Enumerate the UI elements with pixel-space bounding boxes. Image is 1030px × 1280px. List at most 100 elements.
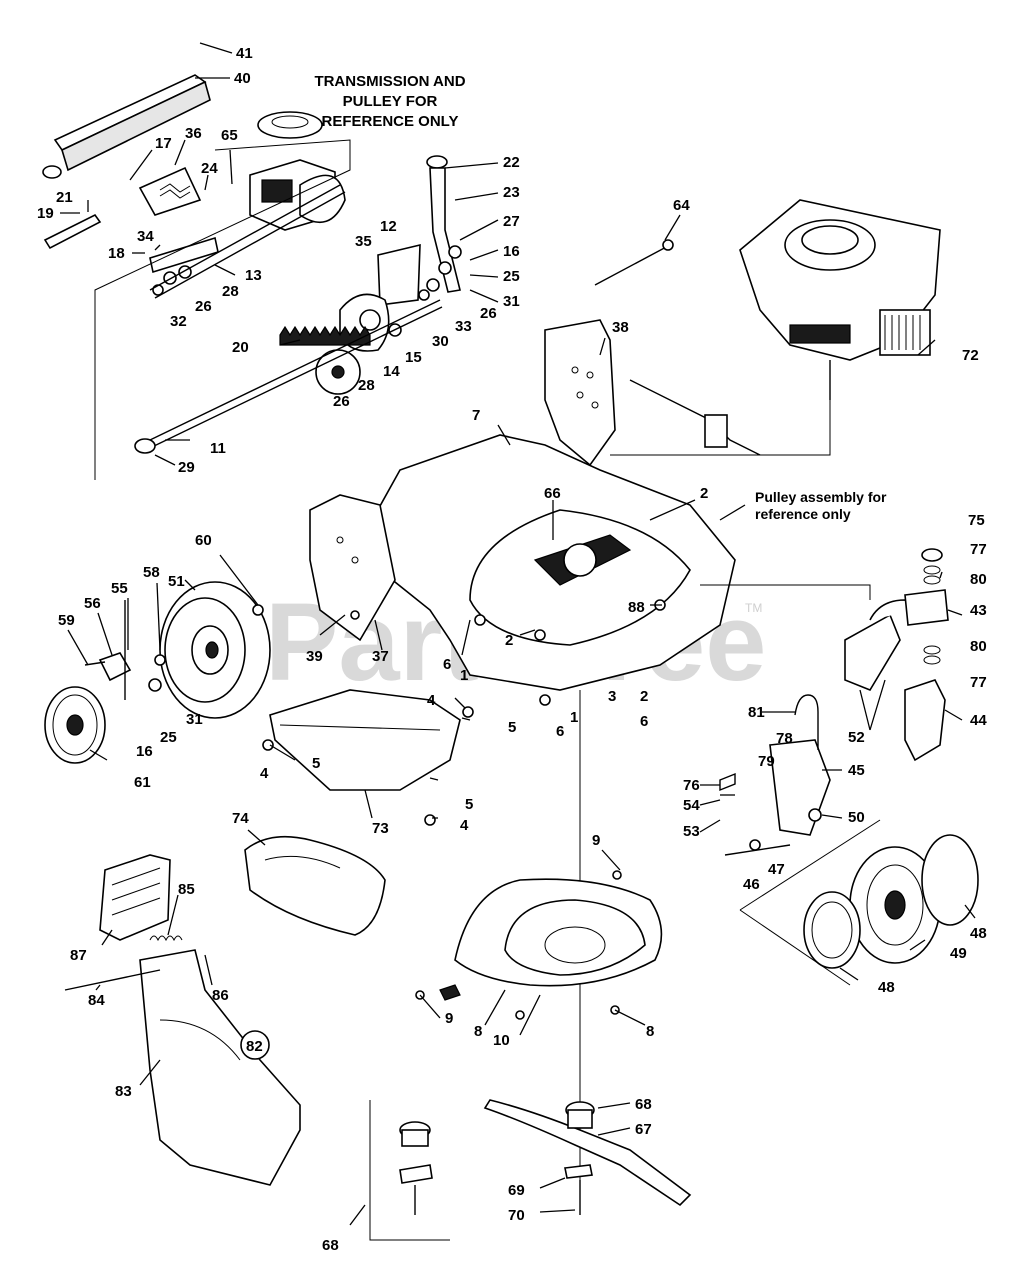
- callout-37: 37: [372, 648, 389, 665]
- callout-55: 55: [111, 580, 128, 597]
- callout-6b: 6: [640, 713, 648, 730]
- callout-26b: 26: [480, 305, 497, 322]
- callout-53: 53: [683, 823, 700, 840]
- callout-4c: 4: [460, 817, 469, 834]
- callout-60: 60: [195, 532, 212, 549]
- pulley-reference-note: Pulley assembly for reference only: [755, 489, 887, 522]
- bag-label-circle: [240, 1030, 270, 1060]
- callout-20: 20: [232, 339, 249, 356]
- callout-85: 85: [178, 881, 195, 898]
- callout-69: 69: [508, 1182, 525, 1199]
- hubcap-left-part: [44, 686, 106, 764]
- callout-22: 22: [503, 154, 520, 171]
- transmission-reference-note: TRANSMISSION AND PULLEY FOR REFERENCE ON…: [314, 73, 465, 130]
- callout-80b: 80: [970, 638, 987, 655]
- callout-26a: 26: [195, 298, 212, 315]
- grass-bag-part: [139, 949, 301, 1186]
- callout-23: 23: [503, 184, 520, 201]
- callout-56: 56: [84, 595, 101, 612]
- callout-46: 46: [743, 876, 760, 893]
- callout-49: 49: [950, 945, 967, 962]
- bag-rod-part: [64, 969, 161, 991]
- callout-4a: 4: [427, 692, 436, 709]
- rear-wheel-left-part: [159, 581, 271, 719]
- callout-29: 29: [178, 459, 195, 476]
- pulley-note-line-1: Pulley assembly for: [755, 489, 887, 505]
- callout-33: 33: [455, 318, 472, 335]
- callout-2a: 2: [700, 485, 708, 502]
- callout-31b: 31: [186, 711, 203, 728]
- callout-11: 11: [210, 440, 226, 457]
- rear-plate-part: [544, 319, 616, 467]
- callout-52: 52: [848, 729, 865, 746]
- note-line-1: TRANSMISSION AND: [314, 73, 465, 90]
- front-wheel-bracket-part: [719, 694, 831, 856]
- callout-58: 58: [143, 564, 160, 581]
- callout-45: 45: [848, 762, 865, 779]
- callout-74: 74: [232, 810, 249, 827]
- upper-handle-bar-part: [42, 74, 211, 179]
- callout-48a: 48: [970, 925, 987, 942]
- callout-28b: 28: [358, 377, 375, 394]
- callout-1a: 1: [460, 667, 468, 684]
- dipstick-part: [594, 239, 674, 286]
- mower-deck-part: [374, 434, 736, 691]
- callout-9b: 9: [445, 1010, 453, 1027]
- callout-84: 84: [88, 992, 105, 1009]
- callout-65: 65: [221, 127, 238, 144]
- callout-80a: 80: [970, 571, 987, 588]
- callout-72: 72: [962, 347, 979, 364]
- callout-87: 87: [70, 947, 87, 964]
- callout-8a: 8: [474, 1023, 482, 1040]
- callout-18: 18: [108, 245, 125, 262]
- callout-13: 13: [245, 267, 262, 284]
- front-handle-bracket-part: [844, 548, 949, 762]
- callout-41: 41: [236, 45, 253, 62]
- callout-75: 75: [968, 512, 985, 529]
- bracket-plate-part: [149, 236, 219, 296]
- callout-21: 21: [56, 189, 73, 206]
- callout-47: 47: [768, 861, 785, 878]
- mower-blade-part: [483, 1099, 692, 1215]
- callout-7: 7: [472, 407, 480, 424]
- callout-50: 50: [848, 809, 865, 826]
- rear-bracket-part: [138, 166, 202, 216]
- callout-48b: 48: [878, 979, 895, 996]
- side-deck-plate-part: [309, 494, 396, 642]
- callout-9a: 9: [592, 832, 600, 849]
- wheel-hardware-left-part: [84, 600, 166, 700]
- callout-51: 51: [168, 573, 185, 590]
- callout-15: 15: [405, 349, 422, 366]
- callout-17: 17: [155, 135, 172, 152]
- callout-2c: 2: [640, 688, 648, 705]
- callout-40: 40: [234, 70, 251, 87]
- callout-76: 76: [683, 777, 700, 794]
- callout-16b: 16: [136, 743, 153, 760]
- watermark-tm: TM: [745, 601, 762, 615]
- callout-78: 78: [776, 730, 793, 747]
- note-line-3: REFERENCE ONLY: [322, 113, 459, 130]
- transmission-assembly: [249, 111, 346, 231]
- callout-64: 64: [673, 197, 690, 214]
- mulch-plug-part: [244, 835, 386, 936]
- callout-32: 32: [170, 313, 187, 330]
- callout-24: 24: [201, 160, 218, 177]
- callout-28a: 28: [222, 283, 239, 300]
- callout-1b: 1: [570, 709, 578, 726]
- callout-54: 54: [683, 797, 700, 814]
- callout-67: 67: [635, 1121, 652, 1138]
- callout-79: 79: [758, 753, 775, 770]
- callout-16a: 16: [503, 243, 520, 260]
- callout-4b: 4: [260, 765, 269, 782]
- note-line-2: PULLEY FOR: [343, 93, 438, 110]
- callout-83: 83: [115, 1083, 132, 1100]
- part-callouts: 41 40 17 36 65 24 21 19 18 34 28 26 32 1…: [37, 45, 987, 1254]
- front-axle-part: [134, 299, 443, 454]
- drive-shaft-part: [149, 184, 346, 299]
- callout-12: 12: [380, 218, 397, 235]
- callout-26c: 26: [333, 393, 350, 410]
- callout-5b: 5: [312, 755, 320, 772]
- callout-61: 61: [134, 774, 151, 791]
- callout-38: 38: [612, 319, 629, 336]
